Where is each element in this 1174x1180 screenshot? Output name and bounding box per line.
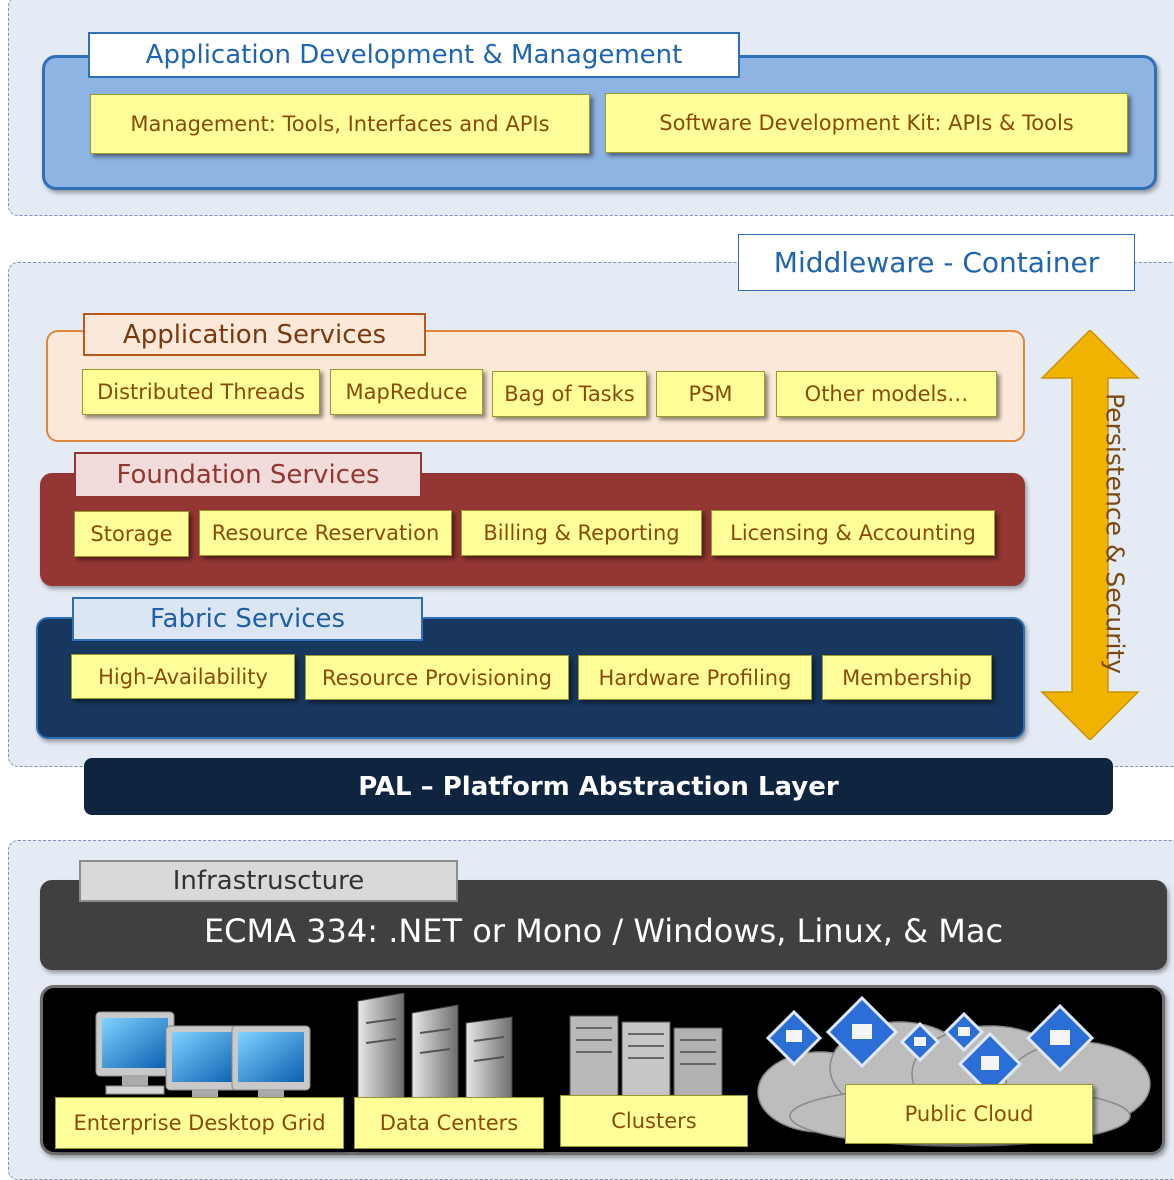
server-rack-icon [357,993,513,1113]
resource-provisioning-box: Resource Provisioning [305,655,569,700]
data-centers-box: Data Centers [354,1097,544,1149]
high-availability-box: High-Availability [71,654,295,699]
pal-bar: PAL – Platform Abstraction Layer [84,758,1113,815]
persistence-security-label: Persistence & Security [1100,393,1130,675]
app-dev-sdk-box: Software Development Kit: APIs & Tools [605,93,1128,153]
hardware-profiling-box: Hardware Profiling [578,655,812,700]
app-dev-management-box: Management: Tools, Interfaces and APIs [90,94,590,154]
mapreduce-box: MapReduce [330,369,483,415]
infrastructure-title: Infrastruscture [79,860,458,902]
enterprise-desktop-grid-box: Enterprise Desktop Grid [55,1097,344,1149]
fabric-services-title: Fabric Services [72,597,423,641]
middleware-title: Middleware - Container [738,234,1135,291]
billing-reporting-box: Billing & Reporting [461,510,702,556]
desktop-grid-icon [95,1011,311,1107]
clusters-box: Clusters [560,1095,748,1147]
application-services-title: Application Services [83,313,426,356]
other-models-box: Other models… [776,371,997,417]
public-cloud-box: Public Cloud [845,1084,1093,1144]
storage-box: Storage [74,511,189,557]
psm-box: PSM [656,371,765,417]
persistence-security-arrow-icon [1040,330,1140,740]
app-dev-title: Application Development & Management [88,32,740,78]
distributed-threads-box: Distributed Threads [82,369,320,415]
bag-of-tasks-box: Bag of Tasks [492,371,647,417]
resource-reservation-box: Resource Reservation [199,510,452,556]
licensing-accounting-box: Licensing & Accounting [711,510,995,556]
foundation-services-title: Foundation Services [74,452,422,498]
membership-box: Membership [822,655,992,700]
